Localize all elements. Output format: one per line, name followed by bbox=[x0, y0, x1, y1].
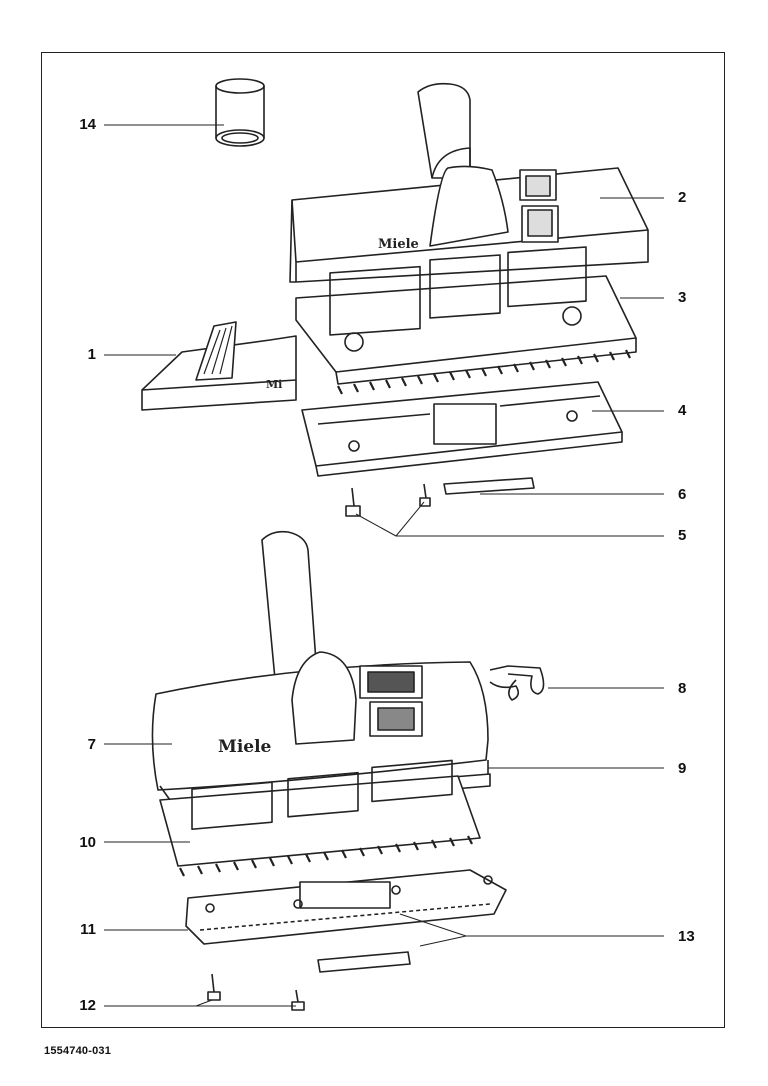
callout-13: 13 bbox=[678, 928, 695, 945]
callout-4: 4 bbox=[678, 402, 687, 419]
callout-9: 9 bbox=[678, 760, 687, 777]
part-6-clip bbox=[443, 477, 535, 495]
callout-8: 8 bbox=[678, 680, 687, 697]
callout-5: 5 bbox=[678, 527, 687, 544]
part-4-sole-plate bbox=[301, 381, 623, 477]
callout-12: 12 bbox=[79, 997, 96, 1014]
part-11-sole-plate bbox=[185, 869, 507, 945]
callout-3: 3 bbox=[678, 289, 687, 306]
part-12-screws bbox=[207, 973, 305, 1011]
brand-side-text: Mi bbox=[266, 378, 282, 391]
callout-10: 10 bbox=[79, 834, 96, 851]
callout-7: 7 bbox=[87, 736, 96, 753]
part-13-clip bbox=[317, 951, 411, 973]
part-8-spring bbox=[489, 665, 545, 701]
part-2-upper-housing bbox=[289, 82, 649, 283]
brand-upper-text: Miele bbox=[378, 237, 419, 252]
part-1-pedal bbox=[141, 321, 297, 411]
document-number: 1554740-031 bbox=[44, 1045, 112, 1057]
brand-lower-text: Miele bbox=[218, 737, 272, 757]
callout-11: 11 bbox=[80, 921, 96, 938]
leader-lines bbox=[104, 124, 664, 1007]
part-14-sleeve bbox=[215, 78, 265, 147]
part-5-screws bbox=[345, 483, 431, 517]
part-3-base-plate bbox=[295, 246, 637, 395]
part-10-brush-base bbox=[159, 759, 481, 877]
callout-14: 14 bbox=[79, 116, 96, 133]
part-7-lower-housing bbox=[151, 530, 489, 801]
callout-1: 1 bbox=[87, 346, 96, 363]
callout-6: 6 bbox=[678, 486, 687, 503]
callout-2: 2 bbox=[678, 189, 687, 206]
drawing-frame bbox=[41, 52, 725, 1028]
